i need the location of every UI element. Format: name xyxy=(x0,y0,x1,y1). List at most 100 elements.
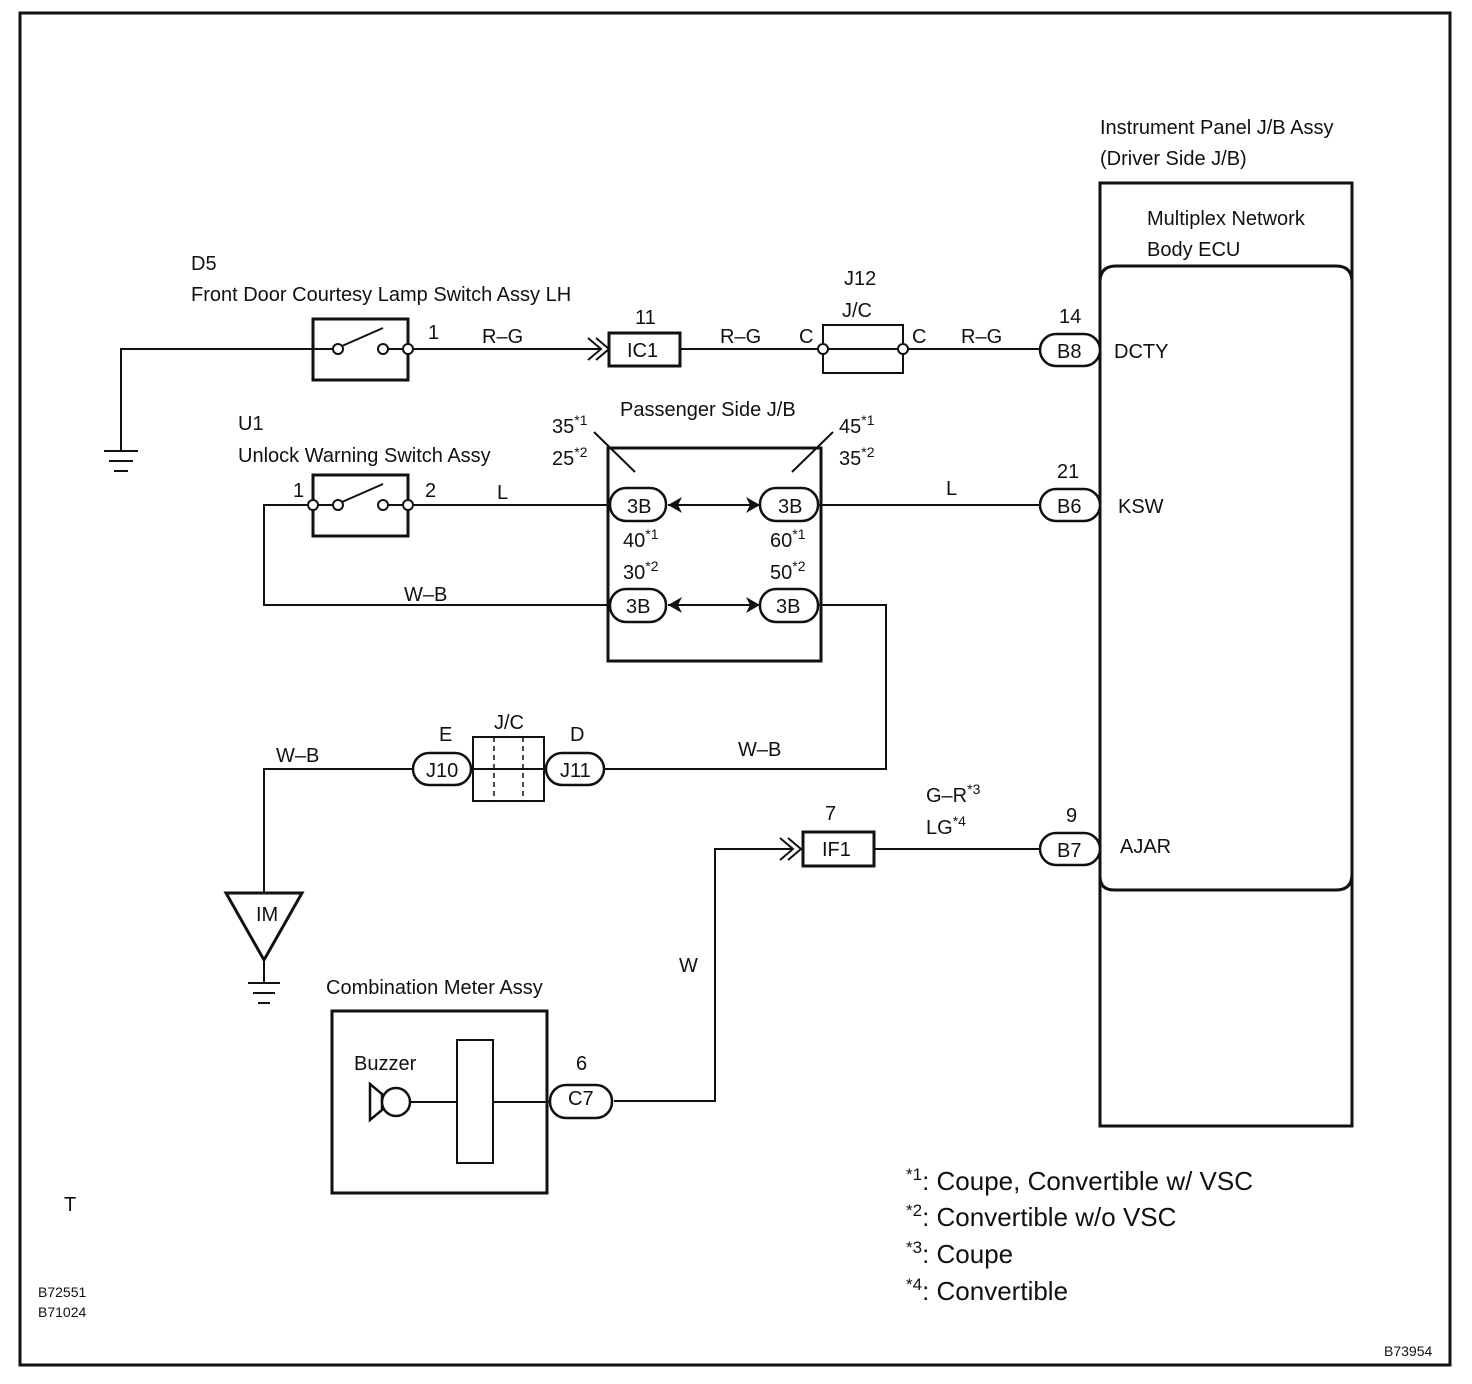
j12-wire-label: R–G xyxy=(961,326,1002,348)
pjb-pin-rm-b: 50*2 xyxy=(770,558,806,584)
pjb-top-left-arrow-icon xyxy=(668,497,682,513)
combination-meter: Combination Meter Assy Buzzer 6 C7 xyxy=(326,977,614,1195)
j10-label: J10 xyxy=(426,760,458,782)
door-switch-wire-label: R–G xyxy=(482,326,523,348)
unlock-switch-terminal-left xyxy=(307,499,319,511)
buzzer-icon xyxy=(368,1081,384,1123)
b8-connector xyxy=(1038,332,1102,368)
figure-code-2: B71024 xyxy=(38,1304,86,1320)
ic1-label: IC1 xyxy=(627,340,658,362)
dcty-pin: 14 xyxy=(1059,306,1081,328)
pjb-top-right-arrow-icon xyxy=(746,497,760,513)
c7-connector xyxy=(548,1083,614,1120)
ksw-signal: KSW xyxy=(1118,496,1164,518)
buzzer-label: Buzzer xyxy=(354,1053,417,1075)
jb-title-line1: Instrument Panel J/B Assy xyxy=(1100,117,1333,139)
unlock-switch-wire-label: L xyxy=(497,482,508,504)
door-switch-code: D5 xyxy=(191,253,217,275)
pjb-bottom-left-arrow-icon xyxy=(668,597,682,613)
im-ground-label: IM xyxy=(256,904,278,926)
dcty-signal: DCTY xyxy=(1114,341,1168,363)
ajar-circuit: 7 IF1 G–R*3 LG*4 9 B7 AJAR W xyxy=(614,781,1171,1102)
unlock-switch-contact xyxy=(332,499,344,511)
driver-side-jb: Instrument Panel J/B Assy (Driver Side J… xyxy=(1098,117,1354,1128)
b8-label: B8 xyxy=(1057,341,1081,363)
pjb-connector-bottom-left-label: 3B xyxy=(626,596,650,618)
pjb-pin-lm-b: 30*2 xyxy=(623,558,659,584)
j12-right-terminal xyxy=(897,343,909,355)
pjb-leader-right xyxy=(791,431,834,473)
pjb-wire-to-ecu-label: L xyxy=(946,478,957,500)
door-switch-terminal xyxy=(402,343,414,355)
ecu-title-line2: Body ECU xyxy=(1147,239,1240,261)
door-switch-pin: 1 xyxy=(428,322,439,344)
if1-label: IF1 xyxy=(822,839,851,861)
b7-connector xyxy=(1038,831,1102,867)
door-switch-name: Front Door Courtesy Lamp Switch Assy LH xyxy=(191,284,571,306)
passenger-jb-box xyxy=(606,446,823,663)
meter-wire-w xyxy=(614,848,793,1102)
jb-title-line2: (Driver Side J/B) xyxy=(1100,148,1247,170)
b7-label: B7 xyxy=(1057,840,1081,862)
j11-connector xyxy=(544,751,606,787)
j11-label: J11 xyxy=(560,760,591,782)
door-switch-ground-wire xyxy=(120,348,313,451)
pjb-pin-lm-a: 40*1 xyxy=(623,526,659,552)
ksw-pin: 21 xyxy=(1057,461,1079,483)
figure-code-1: B72551 xyxy=(38,1284,86,1300)
pjb-connector-top-left-label: 3B xyxy=(627,496,651,518)
pjb-connector-bottom-right-label: 3B xyxy=(776,596,800,618)
ground-jc-circuit: W–B J/C E D J10 J11 W–B IM xyxy=(223,604,887,1004)
pjb-pin-lt-b: 25*2 xyxy=(552,444,588,470)
legend: *1: Coupe, Convertible w/ VSC *2: Conver… xyxy=(906,1165,1253,1306)
if1-pin: 7 xyxy=(825,803,836,825)
meter-pin: 6 xyxy=(576,1053,587,1075)
pjb-bottom-right-arrow-icon xyxy=(746,597,760,613)
if1-connector xyxy=(801,830,876,868)
unlock-switch-name: Unlock Warning Switch Assy xyxy=(238,445,491,467)
passenger-jb: Passenger Side J/B 35*1 25*2 45*1 35*2 3… xyxy=(552,399,875,663)
j12-left-terminal xyxy=(817,343,829,355)
pjb-pin-rm-a: 60*1 xyxy=(770,526,806,552)
j12-right-pin: C xyxy=(912,326,926,348)
unlock-switch-code: U1 xyxy=(238,413,264,435)
legend-item-1: *1: Coupe, Convertible w/ VSC xyxy=(906,1165,1253,1196)
legend-item-4: *4: Convertible xyxy=(906,1275,1068,1306)
pjb-connector-top-right-label: 3B xyxy=(778,496,802,518)
pjb-wb-wire-out-label: W–B xyxy=(738,739,781,761)
unlock-switch-wire-wb xyxy=(263,504,610,606)
jc-wb-wire-left-label: W–B xyxy=(276,745,319,767)
j12-code: J12 xyxy=(844,268,876,290)
body-ecu-box xyxy=(1098,264,1354,892)
j12-type: J/C xyxy=(842,300,872,322)
passenger-jb-title: Passenger Side J/B xyxy=(620,399,796,421)
pjb-pin-rt-a: 45*1 xyxy=(839,412,875,438)
meter-wire-w-label: W xyxy=(679,955,698,977)
pjb-pin-lt-a: 35*1 xyxy=(552,412,588,438)
door-switch-contact-2 xyxy=(377,343,389,355)
meter-driver-block xyxy=(456,1039,494,1164)
im-ground-point-icon xyxy=(223,891,305,964)
pjb-pin-rt-b: 35*2 xyxy=(839,444,875,470)
jc-left-pin: E xyxy=(439,724,452,746)
if1-wire-line2: LG*4 xyxy=(926,813,966,839)
door-switch-circuit: D5 Front Door Courtesy Lamp Switch Assy … xyxy=(104,253,1168,472)
unlock-switch-circuit: U1 Unlock Warning Switch Assy 1 2 L W–B … xyxy=(238,413,1164,606)
jc-type: J/C xyxy=(494,712,524,734)
c7-label: C7 xyxy=(568,1088,594,1110)
unlock-switch-lever xyxy=(341,483,384,503)
ic1-wire-label: R–G xyxy=(720,326,761,348)
b6-label: B6 xyxy=(1057,496,1081,518)
meter-name: Combination Meter Assy xyxy=(326,977,543,999)
jc-right-pin: D xyxy=(570,724,584,746)
ajar-pin: 9 xyxy=(1066,805,1077,827)
jb-box xyxy=(1098,181,1354,1128)
unlock-switch-pin-left: 1 xyxy=(293,480,304,502)
ajar-signal: AJAR xyxy=(1120,836,1171,858)
pjb-leader-left xyxy=(593,431,636,473)
jc-wb-wire-left xyxy=(263,768,413,893)
j12-left-pin: C xyxy=(799,326,813,348)
unlock-switch-wire-wb-label: W–B xyxy=(404,584,447,606)
figure-code-3: B73954 xyxy=(1384,1343,1432,1359)
